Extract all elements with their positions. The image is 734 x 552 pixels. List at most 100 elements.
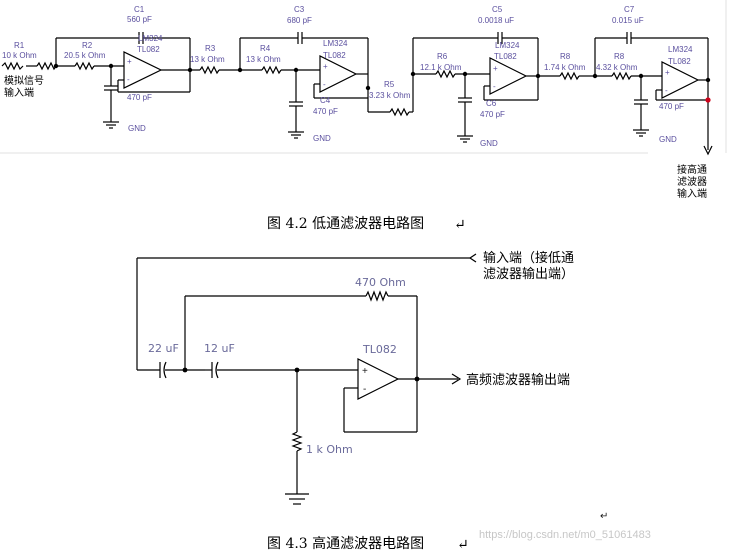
amp1-label-a: LM324 [138,34,163,43]
highpass-circuit: 输入端（接低通 滤波器输出端） 22 uF 12 uF 470 Ohm TL08… [136,250,574,505]
cap-12uf-plate-b [215,361,219,379]
amp3-label-a: LM324 [495,41,520,50]
amp-hp-plus: + [362,366,368,377]
opamp-3 [489,57,528,95]
c8-value: 470 pF [659,102,684,111]
amp4-label-b: TL082 [668,57,691,66]
r8a-value: 1.74 k Ohm [544,63,586,72]
input-source-symbol [1,61,24,71]
c3-value: 680 pF [287,16,312,25]
amp4-label-a: LM324 [668,45,693,54]
caption-fig-4-3: 图 4.3 高通滤波器电路图 [267,535,424,552]
ground-symbol-2 [288,131,304,139]
gnd-label-1: GND [128,124,146,133]
lp-output-label-1: 接高通 [677,163,707,176]
resistor-1k [291,431,303,452]
hp-output-label: 高频滤波器输出端 [466,372,570,388]
r1-resistor [36,61,57,71]
c1-name: C1 [134,5,145,14]
caption-fig-4-2: 图 4.2 低通滤波器电路图 [267,216,424,232]
amp1-minus: - [127,75,130,84]
amp-hp-label: TL082 [362,343,397,356]
lp-input-label-1: 模拟信号 [4,74,44,87]
amp2-label-b: TL082 [323,51,346,60]
hp-output-arrow-icon [451,373,462,385]
ground-symbol-1 [103,121,119,129]
r3-value: 13 k Ohm [190,55,225,64]
r8a-name: R8 [560,52,571,61]
hp-input-arrow-icon [468,253,477,263]
opamp-hp [357,358,400,400]
cap-22uf-plate-b [163,361,167,379]
r2-resistor [74,61,95,71]
r3-name: R3 [205,44,216,53]
resistor-470-ohm [365,290,389,302]
opamp-4 [661,61,700,99]
ground-symbol-3 [457,135,473,143]
r5-name: R5 [384,80,395,89]
c6-name: C6 [486,99,497,108]
c5-value: 0.0018 uF [478,16,514,25]
amp4-minus: - [665,86,668,95]
resistor-470-label: 470 Ohm [355,276,406,289]
amp4-plus: + [665,68,670,77]
return-mark-1: ↵ [454,217,466,233]
cap-12uf-label: 12 uF [204,342,235,355]
r5-value: 3.23 k Ohm [369,91,411,100]
r4-name: R4 [260,44,271,53]
gnd-label-3: GND [480,139,498,148]
r2-value: 20.5 k Ohm [64,51,106,60]
r4-resistor [261,65,282,75]
amp1-label-b: TL082 [137,45,160,54]
opamp-2 [319,55,358,93]
lp-output-label-3: 输入端 [677,187,707,200]
amp3-label-b: TL082 [494,52,517,61]
gnd-label-4: GND [659,135,677,144]
r6-value: 12.1 k Ohm [420,63,462,72]
c3-name: C3 [294,5,305,14]
output-arrow-icon [703,145,713,156]
amp3-minus: - [493,82,496,91]
r3-resistor [199,65,220,75]
lowpass-circuit: R1 10 k Ohm 模拟信号 输入端 R2 20.5 k Ohm C1 56… [0,0,727,200]
r8b-name: R8 [614,52,625,61]
r1-value: 10 k Ohm [2,51,37,60]
lp-input-label-2: 输入端 [4,86,34,99]
r8a-resistor [559,71,580,81]
c1-value: 560 pF [127,15,152,24]
hp-input-label-2: 滤波器输出端） [483,266,574,282]
r8b-value: 4.32 k Ohm [596,63,638,72]
return-mark-2: ↵ [600,511,608,522]
r6-name: R6 [437,52,448,61]
cap-22uf-label: 22 uF [148,342,179,355]
output-node-marker [705,97,711,103]
r1-name: R1 [14,41,25,50]
amp-hp-minus: - [363,384,366,395]
ground-symbol-4 [633,129,649,137]
amp2-label-a: LM324 [323,39,348,48]
r6-resistor [435,69,456,79]
r4-value: 13 k Ohm [246,55,281,64]
c4-value: 470 pF [313,107,338,116]
amp1-plus: + [127,57,132,66]
resistor-1k-label: 1 k Ohm [306,443,353,456]
ground-symbol-hp [285,493,309,505]
opamp-1 [123,51,163,89]
hp-input-label-1: 输入端（接低通 [483,250,574,266]
r8b-resistor [611,71,632,81]
watermark: https://blog.csdn.net/m0_51061483 [479,529,651,541]
r5-resistor [389,107,410,117]
c7-name: C7 [624,5,635,14]
amp2-minus: - [323,80,326,89]
gnd-label-2: GND [313,134,331,143]
amp3-plus: + [493,64,498,73]
c4-name: C4 [320,96,331,105]
amp2-plus: + [323,62,328,71]
r2-name: R2 [82,41,93,50]
c5-name: C5 [492,5,503,14]
return-mark-3: ↵ [457,537,469,552]
lp-output-label-2: 滤波器 [677,175,707,188]
c2-value: 470 pF [127,93,152,102]
c6-value: 470 pF [480,110,505,119]
